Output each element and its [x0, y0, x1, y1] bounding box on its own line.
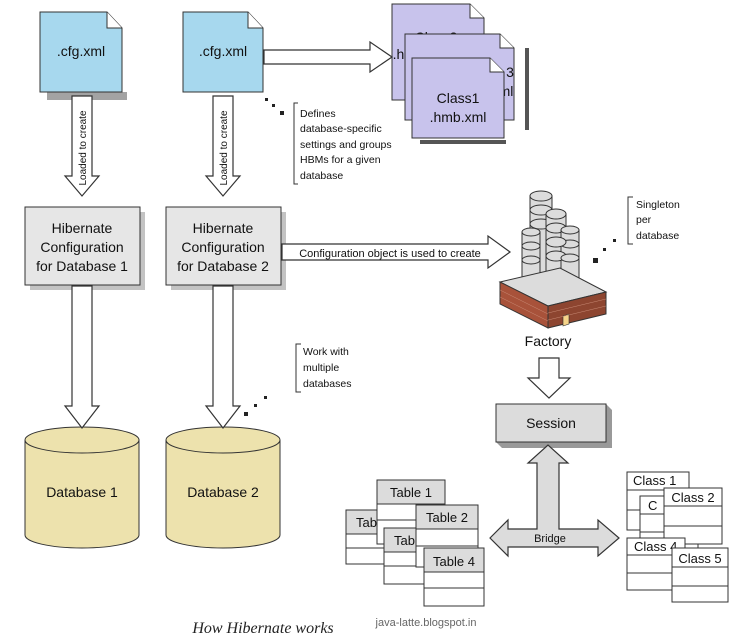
config-2-line2: Configuration [181, 239, 264, 255]
note-singleton-line3: database [636, 230, 679, 242]
table-2-label: Table 2 [426, 510, 468, 525]
loaded-label-2: Loaded to create [219, 110, 230, 185]
cfg-file-2-label: .cfg.xml [199, 43, 247, 59]
class-2: Class 2 [663, 487, 723, 545]
bridge-arrow: Bridge [489, 444, 620, 558]
note-defines-line4: HBMs for a given [300, 154, 381, 166]
watermark: java-latte.blogspot.in [375, 617, 477, 629]
mapping-shadow [525, 48, 529, 130]
arrow-cfg-to-mappings [263, 40, 394, 74]
config-1-line2: Configuration [40, 239, 123, 255]
table-tab-a-label: Tab [356, 515, 377, 530]
mapping-shadow-bottom [420, 140, 506, 144]
factory-label: Factory [525, 333, 572, 349]
config-2-line3: for Database 2 [177, 258, 269, 274]
note-singleton: Singleton per database [593, 196, 680, 263]
arrow-factory-to-session [526, 357, 572, 399]
database-2-label: Database 2 [187, 484, 259, 500]
table-tab-b-label: Tab [394, 533, 415, 548]
arrow-config1-to-db1 [63, 285, 101, 429]
tables-cluster: Tab Table 1 Tab Table 2 Table 4 [345, 479, 485, 607]
class-2-label: Class 2 [671, 490, 714, 505]
note-defines-line5: database [300, 170, 343, 182]
note-defines-line3: settings and groups [300, 139, 392, 151]
bridge-label: Bridge [534, 533, 566, 545]
session-label: Session [526, 415, 576, 431]
config-1-line1: Hibernate [52, 220, 113, 236]
note-work-line3: databases [303, 378, 351, 390]
database-1-label: Database 1 [46, 484, 118, 500]
mapping-mid-label: 3 [506, 64, 514, 80]
table-1-label: Table 1 [390, 485, 432, 500]
cfg-file-2: .cfg.xml [182, 11, 264, 93]
factory-icon [498, 190, 608, 329]
cfg-file-1: .cfg.xml [39, 11, 127, 100]
loaded-arrow-2: Loaded to create [204, 95, 242, 197]
class-5: Class 5 [671, 547, 729, 603]
config-2-line1: Hibernate [193, 220, 254, 236]
note-singleton-line1: Singleton [636, 199, 680, 211]
note-defines-line1: Defines [300, 108, 336, 120]
mapping-file-front: Class1 .hmb.xml [411, 57, 505, 139]
class-c-label: C [648, 498, 657, 513]
loaded-label-1: Loaded to create [78, 110, 89, 185]
config-1-line3: for Database 1 [36, 258, 128, 274]
loaded-arrow-1: Loaded to create [63, 95, 101, 197]
class-1-label: Class 1 [633, 473, 676, 488]
caption: How Hibernate works [191, 620, 333, 637]
note-work-with: Work with multiple databases [244, 343, 351, 416]
config-box-1: Hibernate Configuration for Database 1 [24, 206, 145, 290]
database-2: Database 2 [165, 426, 281, 549]
session-box: Session [495, 403, 612, 448]
mapping-front-label-1: Class1 [437, 90, 480, 106]
config-box-2: Hibernate Configuration for Database 2 [165, 206, 286, 290]
note-singleton-line2: per [636, 214, 652, 226]
table-4-label: Table 4 [433, 554, 475, 569]
config-to-factory-label: Configuration object is used to create [299, 248, 481, 260]
class-4-label: Class 4 [634, 539, 677, 554]
classes-cluster: Class 1 C Class 2 Class 4 Class 5 [626, 471, 729, 603]
class-5-label: Class 5 [678, 551, 721, 566]
database-1: Database 1 [24, 426, 140, 549]
note-defines-line2: database-specific [300, 123, 382, 135]
note-work-line1: Work with [303, 346, 349, 358]
cfg-file-1-label: .cfg.xml [57, 43, 105, 59]
note-defines: Defines database-specific settings and g… [265, 98, 392, 185]
note-work-line2: multiple [303, 362, 339, 374]
table-4: Table 4 [423, 547, 485, 607]
arrow-config2-to-db2 [204, 285, 242, 429]
mapping-front-label-2: .hmb.xml [430, 109, 487, 125]
arrow-config-to-factory: Configuration object is used to create [281, 234, 512, 270]
